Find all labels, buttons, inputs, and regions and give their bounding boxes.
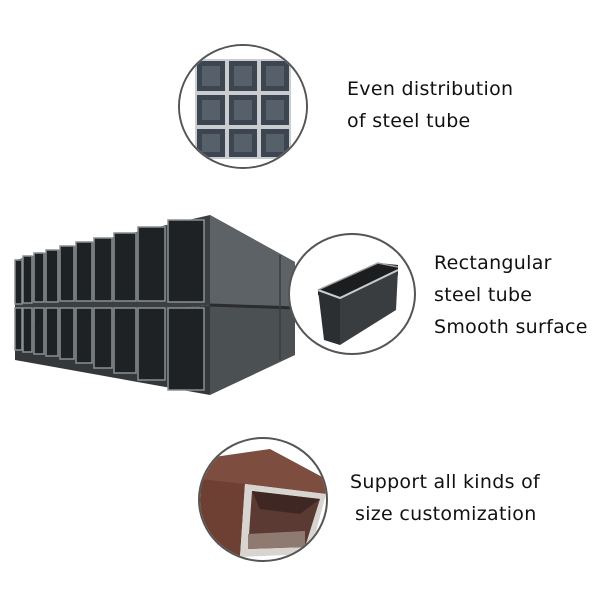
feature-1-line-2: of steel tube (347, 110, 471, 132)
feature-3-line-1: Support all kinds of (350, 471, 541, 493)
feature-1-caption: Even distribution of steel tube (347, 73, 513, 137)
feature-3-caption: Support all kinds of size customization (350, 466, 540, 530)
feature-2-line-3: Smooth surface (434, 316, 588, 338)
feature-2-line-1: Rectangular (434, 252, 552, 274)
feature-3-line-2: size customization (355, 503, 537, 525)
feature-2-image-circle (288, 233, 416, 355)
feature-1-image-circle (178, 44, 308, 169)
stacked-steel-tubes-image (10, 210, 300, 395)
rusty-tube-icon (200, 449, 326, 557)
feature-1-line-1: Even distribution (347, 78, 514, 100)
rectangular-tube-icon (317, 262, 399, 345)
feature-2-line-2: steel tube (434, 284, 533, 306)
feature-3-image-circle (198, 437, 328, 562)
feature-2-caption: Rectangular steel tube Smooth surface (434, 247, 588, 343)
square-tube-grid-icon (180, 46, 306, 167)
